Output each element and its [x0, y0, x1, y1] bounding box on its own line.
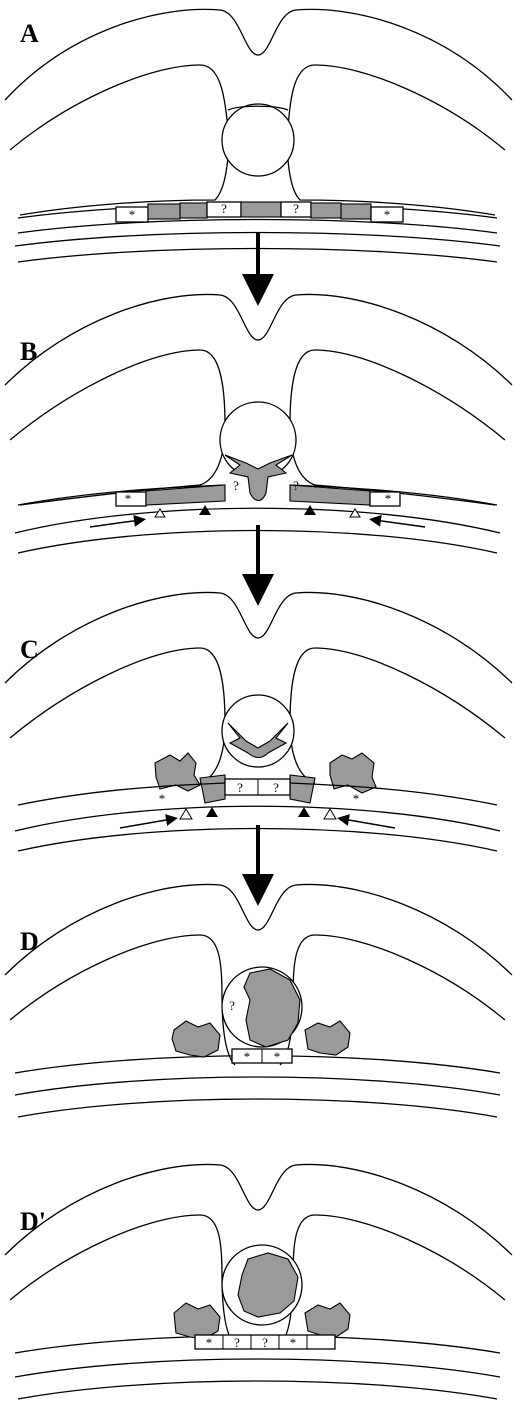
migrating-cell-cluster-right [305, 1303, 350, 1337]
panel-label-d: D [20, 927, 39, 956]
filled-arrowhead-icon [206, 807, 218, 817]
panel-label-c: C [20, 635, 39, 664]
panel-label-d-prime: D' [20, 1207, 46, 1236]
asterisk-mark: * [274, 1049, 281, 1064]
question-mark: ? [233, 478, 239, 493]
shaded-cell [148, 204, 180, 219]
open-arrowhead-icon [324, 809, 336, 819]
cell-band-bottom [18, 220, 497, 234]
asterisk-mark: * [129, 207, 136, 222]
asterisk-mark: * [353, 791, 360, 806]
question-mark: ? [237, 780, 243, 795]
open-arrowhead-icon [155, 509, 165, 517]
migrating-cell-cluster-left [174, 1303, 220, 1339]
panel-label-a: A [20, 19, 39, 48]
outer-ectoderm [5, 592, 512, 683]
asterisk-mark: * [384, 207, 391, 222]
open-arrowhead-icon [180, 809, 192, 819]
question-mark: ? [262, 1335, 268, 1350]
arrow-left-icon [375, 520, 425, 527]
question-mark: ? [293, 201, 299, 216]
asterisk-mark: * [206, 1335, 213, 1350]
question-mark: ? [221, 201, 227, 216]
inner-mesoderm-right [288, 65, 506, 215]
asterisk-mark: * [125, 491, 132, 506]
shaded-cell [200, 775, 225, 803]
shaded-cell [290, 775, 315, 803]
arrow-right-icon [90, 520, 140, 527]
ventral-line-1 [15, 1077, 500, 1095]
asterisk-mark: * [159, 791, 166, 806]
open-arrowhead-icon [350, 509, 360, 517]
arrow-right-icon [120, 819, 172, 828]
asterisk-mark: * [244, 1049, 251, 1064]
panel-c: C * ? ? * [5, 592, 512, 851]
asterisk-mark: * [385, 491, 392, 506]
filled-arrowhead-icon [298, 807, 310, 817]
shaded-cell [241, 202, 281, 217]
panel-b: B * ? ? * [5, 294, 512, 553]
outer-ectoderm [5, 1164, 512, 1255]
outer-ectoderm [5, 884, 512, 975]
asterisk-mark: * [290, 1335, 297, 1350]
inner-mesoderm-right [290, 648, 505, 783]
panel-a: A * ? ? * [5, 9, 512, 262]
inner-mesoderm-right [290, 350, 505, 505]
neural-tube [220, 402, 296, 478]
question-mark: ? [234, 1335, 240, 1350]
outer-ectoderm [5, 9, 512, 100]
arrow-left-icon [343, 819, 395, 828]
outer-ectoderm [5, 294, 512, 385]
ventral-line-1 [15, 1359, 500, 1377]
question-mark: ? [293, 478, 299, 493]
shaded-cell [180, 203, 207, 218]
panel-d: D ? * * [5, 884, 512, 1117]
question-mark: ? [229, 998, 235, 1013]
shaded-cell [341, 204, 371, 219]
ventral-line-2 [18, 1099, 497, 1117]
panel-d-prime: D' * ? ? * [5, 1164, 512, 1399]
question-mark: ? [273, 780, 279, 795]
migrating-cell-cluster-left [172, 1021, 220, 1057]
panel-label-b: B [20, 337, 37, 366]
migrating-cell-cluster-right [305, 1021, 350, 1055]
inner-mesoderm-left [10, 350, 225, 505]
neural-tube [222, 104, 294, 176]
cell-band-top [290, 783, 497, 805]
inner-mesoderm-left [10, 65, 228, 215]
ventral-line-2 [18, 1381, 497, 1399]
shaded-cell [311, 203, 341, 218]
